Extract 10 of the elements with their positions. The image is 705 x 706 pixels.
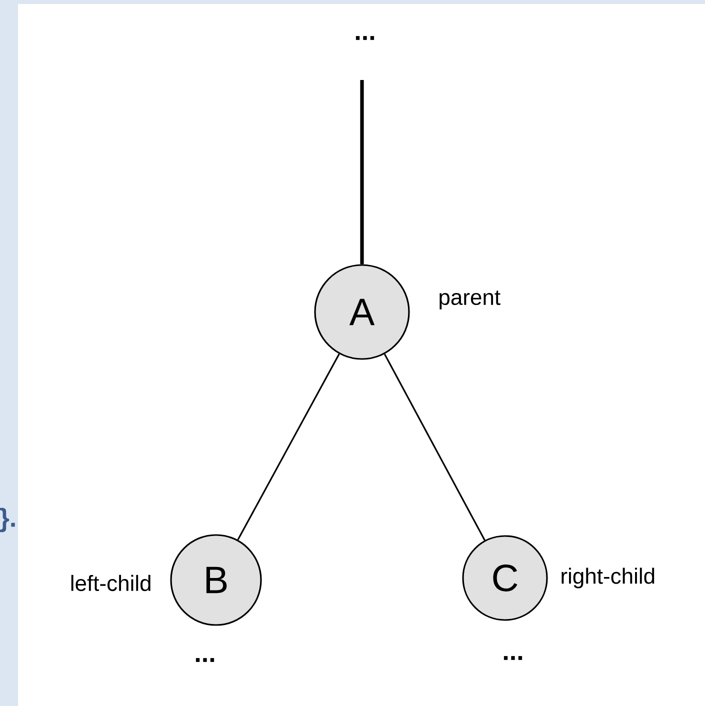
label-dots: ... [196,658,214,662]
label-dots: ... [504,656,522,660]
node-caption: left-child [71,574,150,592]
tree-edge [237,354,340,540]
bracket-text: }. [0,508,15,532]
tree-edge [384,354,486,541]
node-caption: parent [440,290,500,310]
node-caption: right-child [562,568,654,588]
tree-edge [360,80,364,264]
label-dots: ... [356,36,374,40]
